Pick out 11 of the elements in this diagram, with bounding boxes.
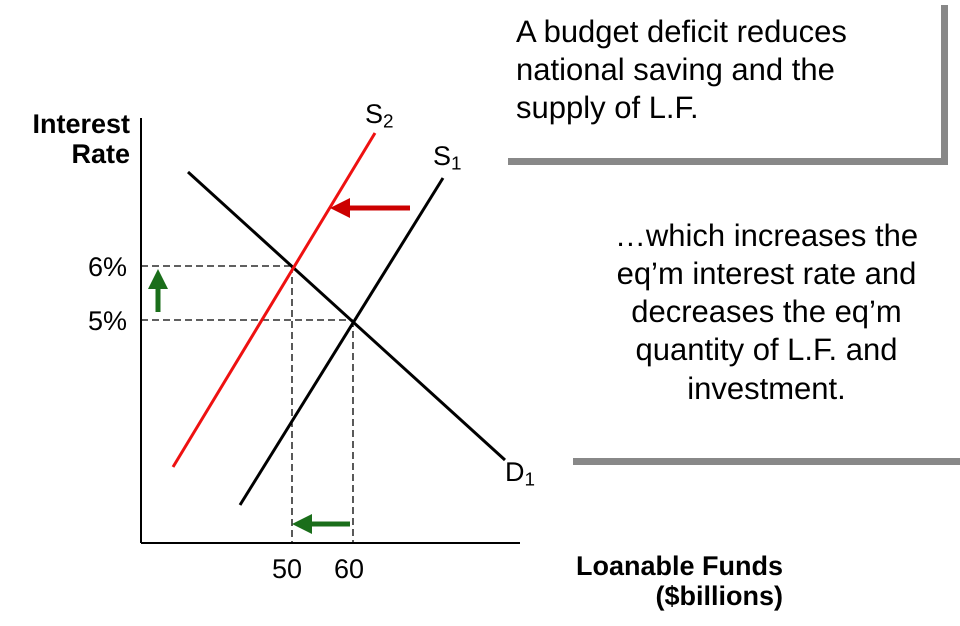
curve-label: S$_{1}$ (433, 142, 462, 176)
axis-title: Interest Rate (31, 110, 130, 170)
tick-label: 60 (334, 555, 364, 585)
tick-label: 50 (272, 555, 302, 585)
curve-label: S$_{2}$ (365, 100, 394, 134)
callout-text: …which increases the eq’m interest rate and decreases the eq’m quantity of L.F. and investment. (614, 217, 920, 408)
tick-label: 6% (88, 253, 127, 283)
callout-text: A budget deficit reduces national saving and the supply of L.F. (516, 13, 848, 128)
tick-label: 5% (88, 307, 127, 337)
axis-title: Loanable Funds ($billions) (574, 552, 783, 612)
curve-label: D$_{1}$ (505, 458, 536, 492)
